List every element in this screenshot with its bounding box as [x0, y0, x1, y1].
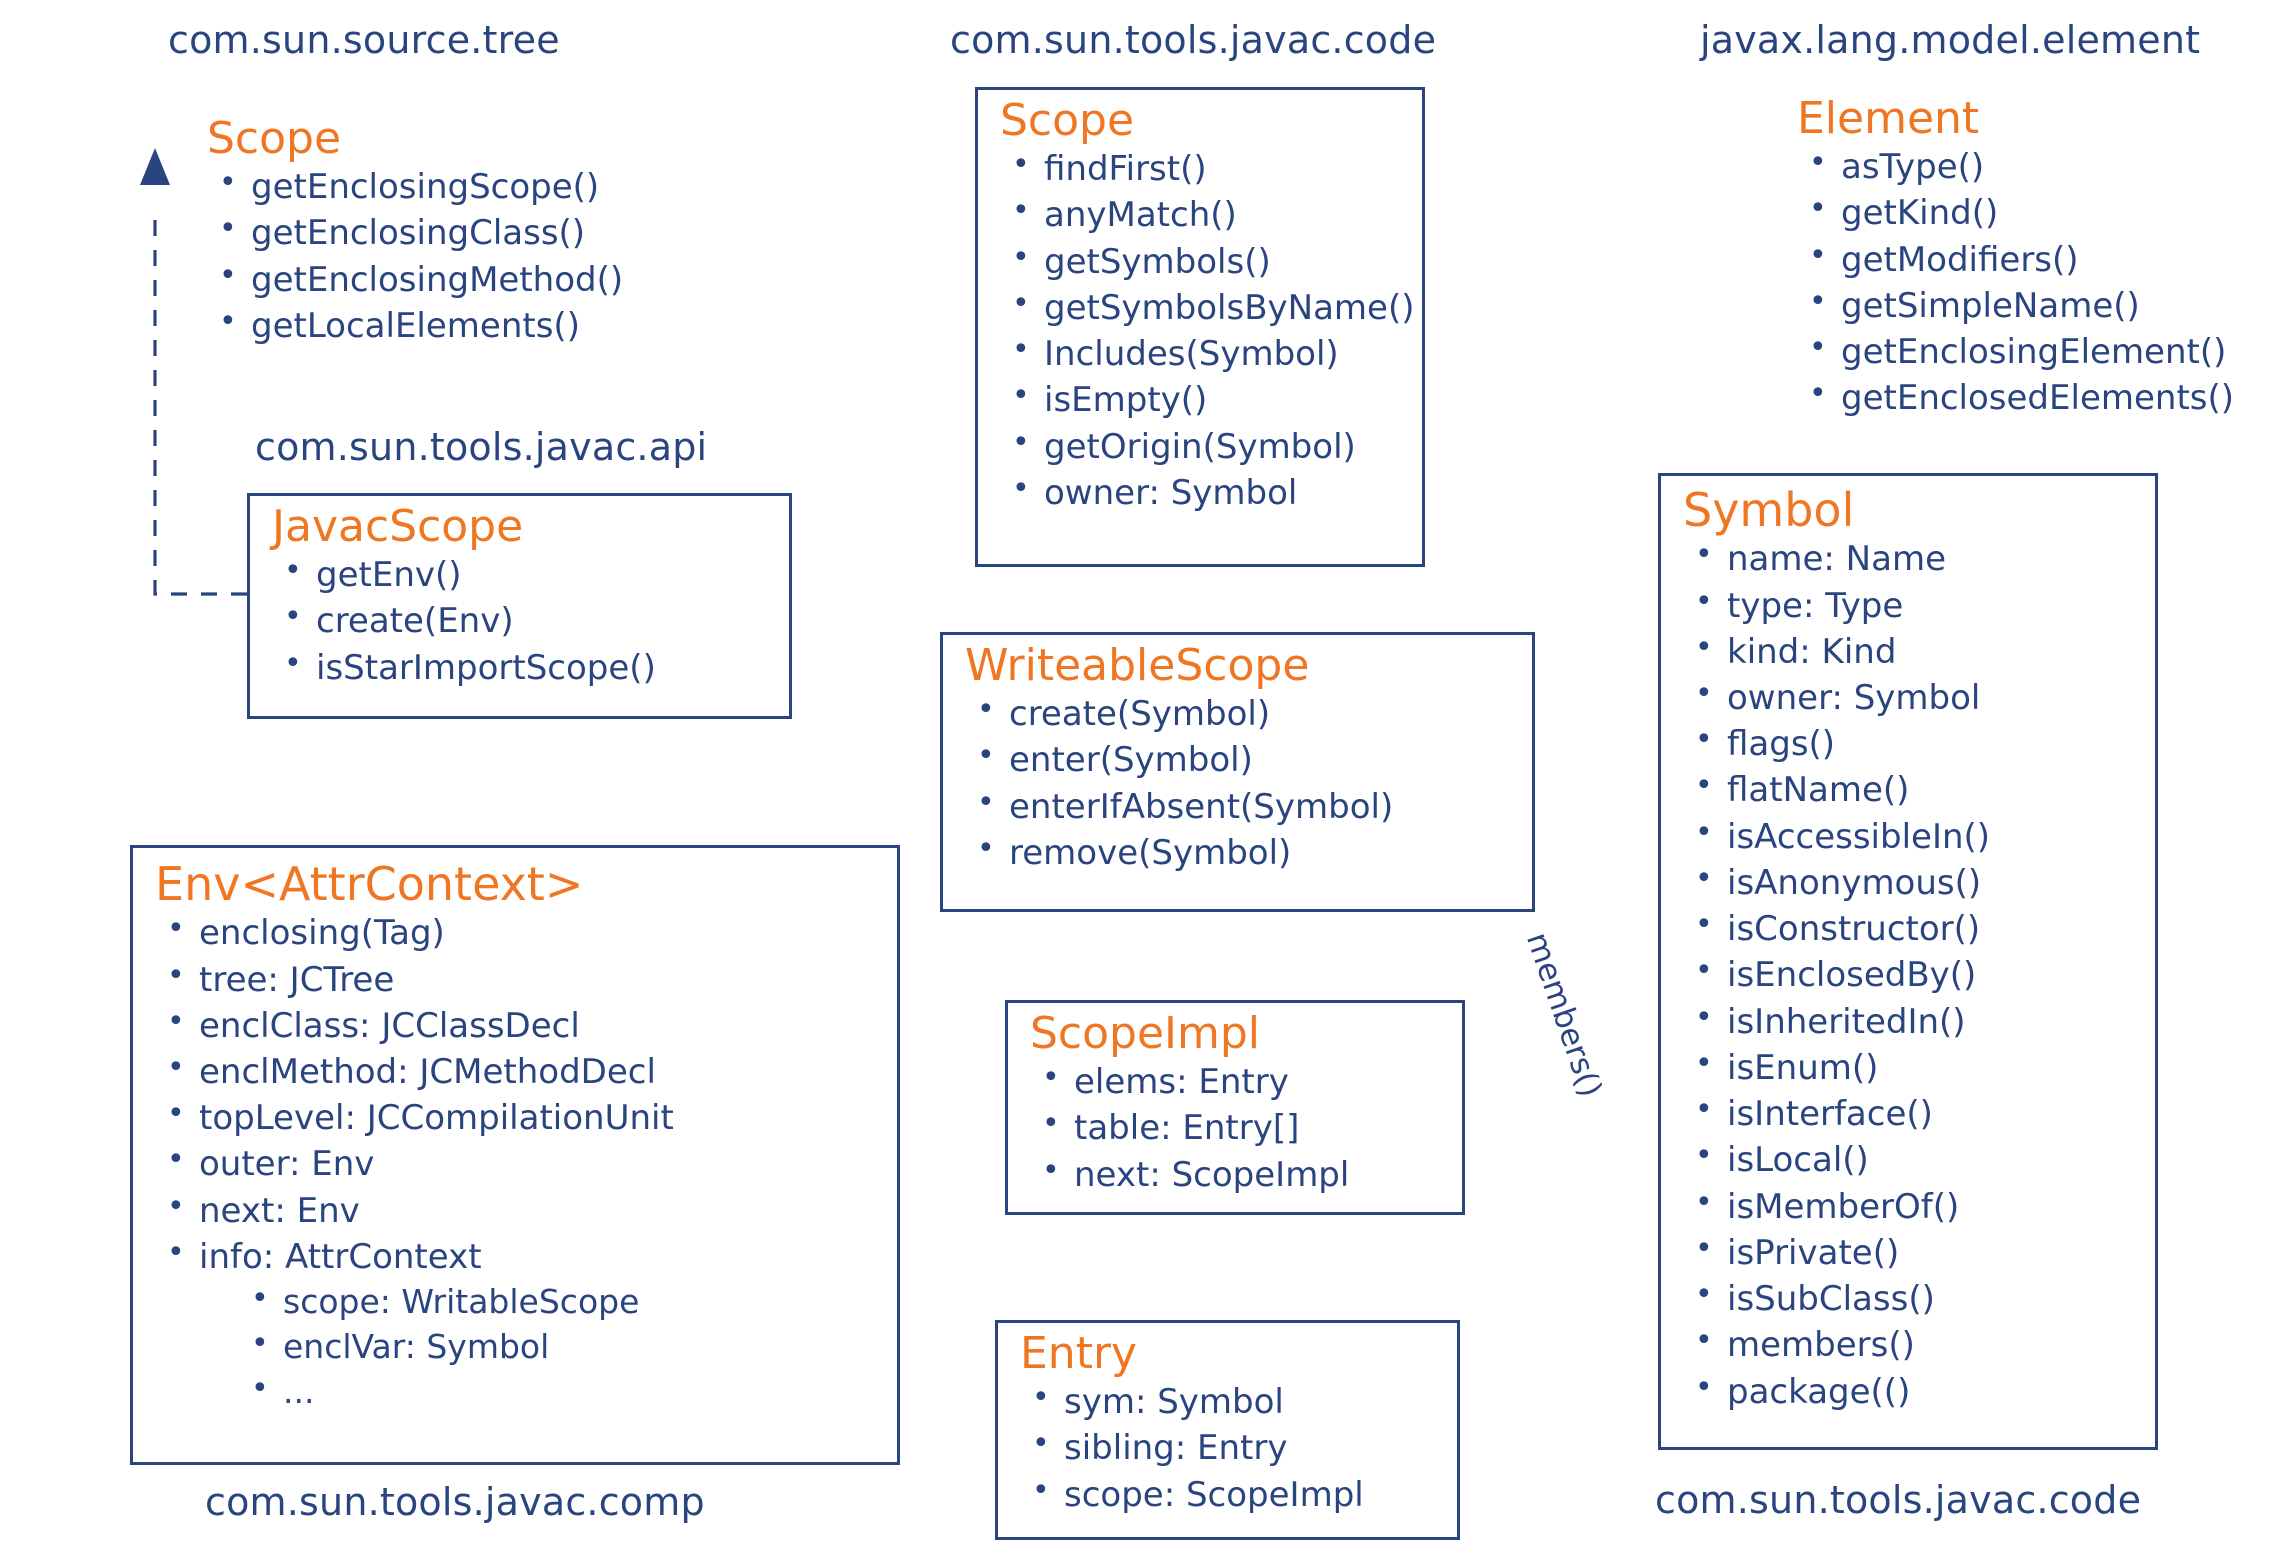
- member-item: package((): [1661, 1368, 2155, 1415]
- member-item: anyMatch(): [978, 191, 1422, 238]
- member-subitem: ...: [133, 1369, 897, 1415]
- member-item: getEnclosingScope(): [185, 163, 705, 210]
- member-item: getEnclosingElement(): [1775, 328, 2284, 375]
- member-item: sym: Symbol: [998, 1378, 1457, 1425]
- member-item: create(Symbol): [943, 690, 1532, 737]
- member-item: next: ScopeImpl: [1008, 1151, 1462, 1198]
- member-list: create(Symbol) enter(Symbol) enterIfAbse…: [943, 690, 1532, 886]
- member-item: getSymbols(): [978, 238, 1422, 285]
- member-item: flatName(): [1661, 766, 2155, 813]
- member-list: elems: Entry table: Entry[] next: ScopeI…: [1008, 1058, 1462, 1208]
- member-item: getEnclosingMethod(): [185, 256, 705, 303]
- member-item: isConstructor(): [1661, 905, 2155, 952]
- package-label-javax-lang-model-element: javax.lang.model.element: [1700, 18, 2201, 62]
- member-item: getEnclosedElements(): [1775, 374, 2284, 421]
- member-item: isEnum(): [1661, 1044, 2155, 1091]
- class-title: Scope: [207, 113, 342, 164]
- member-item: kind: Kind: [1661, 628, 2155, 675]
- member-subitem: enclVar: Symbol: [133, 1324, 897, 1370]
- class-title: ScopeImpl: [1030, 1008, 1261, 1059]
- member-item: isStarImportScope(): [250, 644, 789, 691]
- class-symbol[interactable]: Symbol name: Name type: Type kind: Kind …: [1658, 473, 2158, 1450]
- package-label-com-sun-tools-javac-api: com.sun.tools.javac.api: [255, 425, 708, 469]
- class-title: Element: [1797, 93, 1980, 144]
- member-item: owner: Symbol: [978, 469, 1422, 516]
- member-item: name: Name: [1661, 535, 2155, 582]
- member-item: enclClass: JCClassDecl: [133, 1002, 897, 1049]
- member-item: outer: Env: [133, 1140, 897, 1187]
- member-item: owner: Symbol: [1661, 674, 2155, 721]
- member-item: enclosing(Tag): [133, 909, 897, 956]
- class-title: Entry: [1020, 1328, 1138, 1379]
- class-scope-source-tree[interactable]: Scope getEnclosingScope() getEnclosingCl…: [185, 108, 705, 359]
- member-item: isLocal(): [1661, 1136, 2155, 1183]
- member-subitem: scope: WritableScope: [133, 1279, 897, 1325]
- member-item: enclMethod: JCMethodDecl: [133, 1048, 897, 1095]
- member-item: enterIfAbsent(Symbol): [943, 783, 1532, 830]
- member-item: enter(Symbol): [943, 736, 1532, 783]
- member-item: getKind(): [1775, 189, 2284, 236]
- member-item: tree: JCTree: [133, 956, 897, 1003]
- member-item: info: AttrContext: [133, 1233, 897, 1280]
- member-item: asType(): [1775, 143, 2284, 190]
- class-title: JavacScope: [272, 501, 524, 552]
- class-title: Scope: [1000, 95, 1135, 146]
- member-item: isAnonymous(): [1661, 859, 2155, 906]
- member-item: isEnclosedBy(): [1661, 951, 2155, 998]
- package-label-com-sun-source-tree: com.sun.source.tree: [168, 18, 560, 62]
- member-item: next: Env: [133, 1187, 897, 1234]
- member-item: topLevel: JCCompilationUnit: [133, 1094, 897, 1141]
- member-item: sibling: Entry: [998, 1424, 1457, 1471]
- member-item: isSubClass(): [1661, 1275, 2155, 1322]
- member-item: getSymbolsByName(): [978, 284, 1422, 331]
- package-label-com-sun-tools-javac-code-top: com.sun.tools.javac.code: [950, 18, 1437, 62]
- member-item: type: Type: [1661, 582, 2155, 629]
- package-label-com-sun-tools-javac-comp: com.sun.tools.javac.comp: [205, 1480, 705, 1524]
- member-item: Includes(Symbol): [978, 330, 1422, 377]
- member-item: table: Entry[]: [1008, 1104, 1462, 1151]
- class-entry[interactable]: Entry sym: Symbol sibling: Entry scope: …: [995, 1320, 1460, 1540]
- member-item: isAccessibleIn(): [1661, 813, 2155, 860]
- class-scope-javac-code[interactable]: Scope findFirst() anyMatch() getSymbols(…: [975, 87, 1425, 567]
- class-title: Env<AttrContext>: [155, 857, 584, 911]
- member-item: elems: Entry: [1008, 1058, 1462, 1105]
- class-title: WriteableScope: [965, 640, 1310, 691]
- member-item: isMemberOf(): [1661, 1183, 2155, 1230]
- member-item: getModifiers(): [1775, 236, 2284, 283]
- member-item: isPrivate(): [1661, 1229, 2155, 1276]
- member-item: getSimpleName(): [1775, 282, 2284, 329]
- member-item: members(): [1661, 1321, 2155, 1368]
- member-item: getEnclosingClass(): [185, 209, 705, 256]
- member-list: findFirst() anyMatch() getSymbols() getS…: [978, 145, 1422, 526]
- member-item: create(Env): [250, 597, 789, 644]
- member-item: isInterface(): [1661, 1090, 2155, 1137]
- member-item: findFirst(): [978, 145, 1422, 192]
- members-edge-label: members(): [1518, 928, 1609, 1102]
- member-list: getEnclosingScope() getEnclosingClass() …: [185, 163, 705, 359]
- member-item: isInheritedIn(): [1661, 998, 2155, 1045]
- class-element[interactable]: Element asType() getKind() getModifiers(…: [1775, 88, 2284, 432]
- member-item: getEnv(): [250, 551, 789, 598]
- class-env-attrcontext[interactable]: Env<AttrContext> enclosing(Tag) tree: JC…: [130, 845, 900, 1465]
- class-title: Symbol: [1683, 483, 1855, 537]
- member-item: remove(Symbol): [943, 829, 1532, 876]
- member-item: getLocalElements(): [185, 302, 705, 349]
- member-list: name: Name type: Type kind: Kind owner: …: [1661, 535, 2155, 1424]
- member-item: scope: ScopeImpl: [998, 1471, 1457, 1518]
- member-list: sym: Symbol sibling: Entry scope: ScopeI…: [998, 1378, 1457, 1528]
- member-item: flags(): [1661, 720, 2155, 767]
- member-list: getEnv() create(Env) isStarImportScope(): [250, 551, 789, 701]
- class-scopeimpl[interactable]: ScopeImpl elems: Entry table: Entry[] ne…: [1005, 1000, 1465, 1215]
- class-writeablescope[interactable]: WriteableScope create(Symbol) enter(Symb…: [940, 632, 1535, 912]
- member-list: asType() getKind() getModifiers() getSim…: [1775, 143, 2284, 431]
- member-list: enclosing(Tag) tree: JCTree enclClass: J…: [133, 909, 897, 1425]
- member-item: isEmpty(): [978, 376, 1422, 423]
- class-javacscope[interactable]: JavacScope getEnv() create(Env) isStarIm…: [247, 493, 792, 719]
- package-label-com-sun-tools-javac-code-bottom: com.sun.tools.javac.code: [1655, 1478, 2142, 1522]
- member-item: getOrigin(Symbol): [978, 423, 1422, 470]
